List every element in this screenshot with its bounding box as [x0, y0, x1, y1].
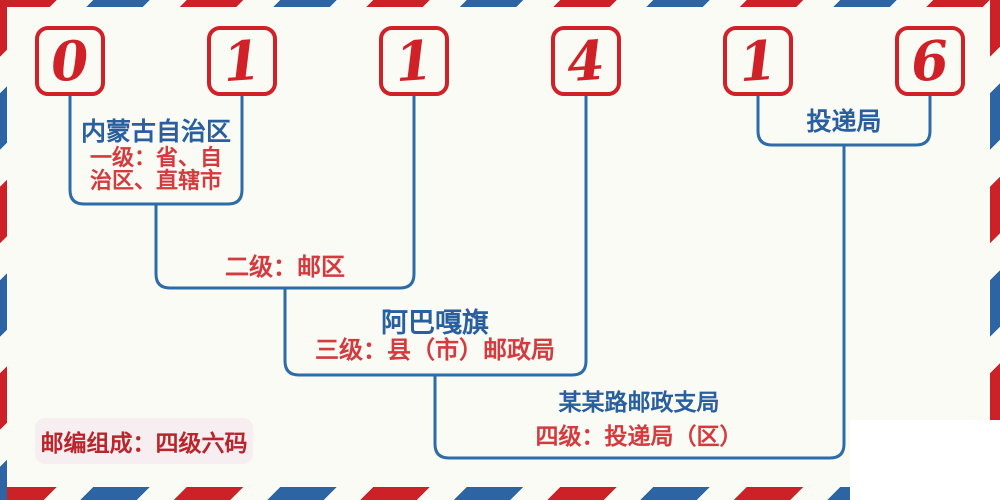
airmail-border-left [0, 0, 7, 500]
level3-description: 三级：县（市）邮政局 [315, 337, 555, 364]
level1-description-line1: 一级：省、自 [89, 145, 223, 170]
airmail-border-right [990, 0, 1000, 500]
level1-description-line2: 治区、直辖市 [89, 168, 223, 193]
airmail-border-top [0, 0, 1000, 7]
level4-description: 四级：投递局（区） [535, 423, 743, 449]
level2-description: 二级：邮区 [225, 254, 345, 281]
postcode-digit-box-5: 1 [723, 26, 793, 96]
airmail-stripes-icon [0, 0, 7, 500]
delivery-office-label: 投递局 [806, 109, 881, 135]
postcode-digit-1: 0 [49, 27, 91, 95]
airmail-stripes-icon [0, 0, 1000, 7]
postcode-digit-box-3: 1 [379, 26, 449, 96]
level3-label: 阿巴嘎旗 三级：县（市）邮政局 [315, 308, 555, 364]
postcode-digit-3: 1 [393, 27, 435, 95]
postcode-digit-5: 1 [737, 27, 779, 95]
postcode-digit-4: 4 [565, 27, 607, 95]
bottom-right-white-patch [850, 420, 1000, 500]
level3-place-name: 阿巴嘎旗 [381, 308, 489, 338]
postcode-digit-box-1: 0 [35, 26, 105, 96]
delivery-bracket [756, 95, 932, 147]
level4-place-name: 某某路邮政支局 [558, 389, 720, 415]
postcode-digit-box-6: 6 [895, 26, 965, 96]
airmail-stripes-icon [0, 487, 1000, 500]
level1-label: 内蒙古自治区 一级：省、自 治区、直辖市 [81, 118, 231, 192]
postcode-digit-box-4: 4 [551, 26, 621, 96]
level1-place-name: 内蒙古自治区 [80, 118, 232, 146]
postcode-composition-badge: 邮编组成：四级六码 [35, 418, 253, 464]
level2-label: 二级：邮区 [225, 255, 345, 281]
postcode-digit-2: 1 [221, 27, 263, 95]
postcode-digit-box-2: 1 [207, 26, 277, 96]
level4-label: 某某路邮政支局 四级：投递局（区） [536, 389, 743, 449]
postcode-composition-text: 邮编组成：四级六码 [40, 431, 248, 456]
postcode-digit-6: 6 [909, 27, 951, 95]
level4-bracket [433, 145, 846, 460]
airmail-border-bottom [0, 487, 1000, 500]
delivery-office-text: 投递局 [806, 108, 882, 136]
airmail-stripes-icon [990, 0, 1000, 500]
